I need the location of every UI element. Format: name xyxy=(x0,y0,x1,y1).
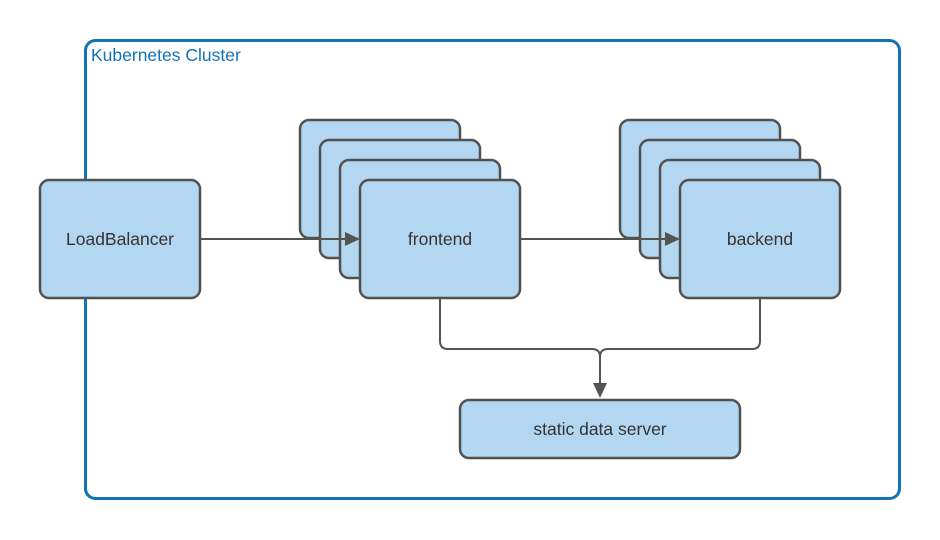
arrowhead-right-icon xyxy=(665,232,680,246)
arrowhead-right-icon xyxy=(345,232,360,246)
static-data-server-node xyxy=(458,398,742,460)
loadbalancer-node-label: LoadBalancer xyxy=(66,229,174,249)
edges-group xyxy=(200,232,761,398)
frontend-node-label: frontend xyxy=(408,229,472,249)
backend-node-label: backend xyxy=(727,229,793,249)
loadbalancer-node-group: LoadBalancer xyxy=(38,178,202,300)
backend-node-group: backend xyxy=(618,118,842,300)
frontend-node-group: frontend xyxy=(298,118,522,300)
edge-backend-static-data-server xyxy=(599,298,761,384)
edge-frontend-static-data-server xyxy=(439,298,601,384)
kubernetes-cluster-label: Kubernetes Cluster xyxy=(91,45,241,65)
static-data-server-node-label: static data server xyxy=(533,419,666,439)
arrowhead-down-icon xyxy=(593,383,607,398)
static-data-server-node-group: static data server xyxy=(458,398,742,460)
